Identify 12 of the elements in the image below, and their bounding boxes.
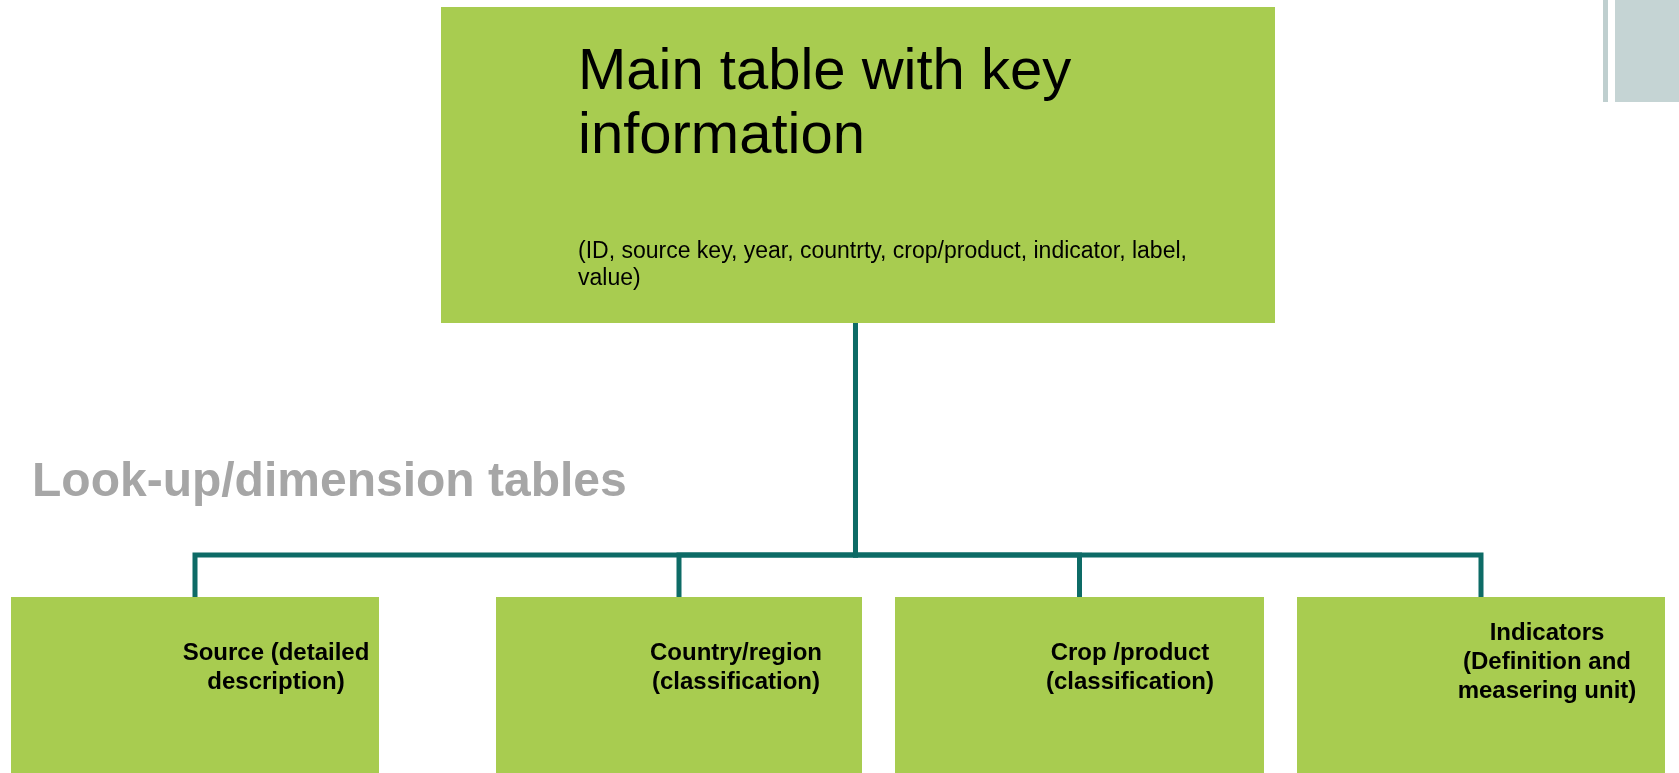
table-title: Main table with key information: [578, 37, 1073, 165]
table-name: Indicators (Definition and measering unit): [1456, 617, 1638, 704]
main-table-box: [441, 7, 1275, 323]
lookup-table-box: [1297, 597, 1665, 773]
lookup-table-box: [11, 597, 379, 773]
lookup-table-box: [496, 597, 862, 773]
table-fields: (ID, source key, year, countrty, crop/product, indicator, label, value): [578, 237, 1218, 291]
section-heading: Look-up/dimension tables: [32, 452, 627, 507]
table-name: Source (detailed description): [181, 637, 371, 695]
lookup-table-box: [895, 597, 1264, 773]
table-name: Country/region (classification): [649, 637, 823, 695]
table-name: Crop /product (classification): [1044, 637, 1215, 695]
